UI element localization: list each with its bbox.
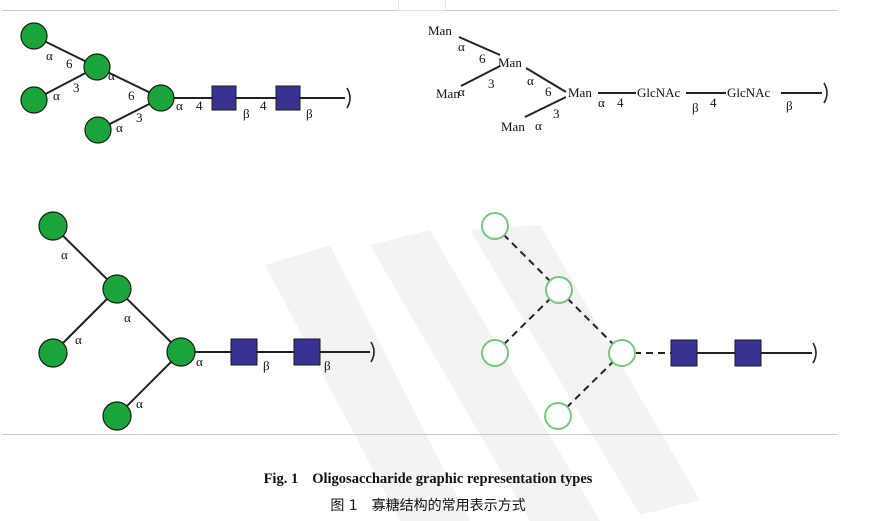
- glcnac-square-icon: [734, 339, 762, 367]
- bond-line: [116, 351, 182, 417]
- bond-label: 4: [260, 98, 267, 113]
- reducing-end-brace: [812, 342, 817, 364]
- residue-label: Man: [436, 86, 460, 101]
- bond-label: α: [108, 68, 115, 83]
- caption-zh-prefix: 图 1: [330, 498, 358, 514]
- dashed-bond-line: [494, 225, 560, 291]
- glcnac-square-icon: [275, 85, 301, 111]
- mannose-outline-icon: [481, 212, 509, 240]
- bond-label: α: [124, 310, 131, 325]
- residue-label: Man: [498, 55, 522, 70]
- bond-label: β: [692, 100, 699, 115]
- bond-label: α: [46, 48, 53, 63]
- reducing-end-brace: [823, 82, 828, 104]
- mannose-circle-icon: [83, 53, 111, 81]
- bond-label: β: [306, 106, 313, 121]
- residue-label: GlcNAc: [727, 85, 771, 100]
- bond-label: α: [196, 354, 203, 369]
- bond-label: α: [598, 95, 605, 110]
- bond-line: [458, 36, 501, 56]
- bond-line: [52, 288, 118, 354]
- caption-zh-text: 寡糖结构的常用表示方式: [371, 498, 526, 514]
- mannose-circle-icon: [166, 337, 196, 367]
- bond-label: 3: [488, 76, 495, 91]
- mannose-circle-icon: [84, 116, 112, 144]
- bond-label: 4: [710, 95, 717, 110]
- mannose-circle-icon: [147, 84, 175, 112]
- bond-label: α: [458, 84, 465, 99]
- mannose-circle-icon: [102, 274, 132, 304]
- caption-en-text: Oligosaccharide graphic representation t…: [312, 471, 593, 487]
- mannose-circle-icon: [38, 211, 68, 241]
- mannose-outline-icon: [608, 339, 636, 367]
- bond-label: 4: [196, 98, 203, 113]
- bond-label: β: [324, 358, 331, 373]
- residue-label: Man: [501, 119, 525, 134]
- dashed-bond-line: [494, 289, 560, 354]
- mannose-circle-icon: [38, 338, 68, 368]
- glcnac-square-icon: [293, 338, 321, 366]
- bond-line: [52, 225, 118, 290]
- glcnac-square-icon: [211, 85, 237, 111]
- bond-label: 6: [479, 51, 486, 66]
- bond-label: α: [116, 120, 123, 135]
- bond-label: β: [786, 98, 793, 113]
- residue-label: GlcNAc: [637, 85, 681, 100]
- caption-en-prefix: Fig. 1: [263, 471, 299, 487]
- bond-label: α: [75, 332, 82, 347]
- bond-label: β: [263, 358, 270, 373]
- top-tab-mark: [398, 0, 446, 11]
- mannose-outline-icon: [545, 276, 573, 304]
- bond-line: [116, 288, 182, 353]
- bond-label: α: [535, 118, 542, 133]
- residue-label: Man: [428, 23, 452, 38]
- dashed-bond-line: [557, 352, 623, 417]
- reducing-end-brace: [346, 87, 351, 109]
- caption-english: Fig. 1 Oligosaccharide graphic representa…: [0, 471, 870, 488]
- mannose-circle-icon: [102, 401, 132, 431]
- dashed-bond-line: [558, 289, 623, 354]
- bond-label: α: [136, 396, 143, 411]
- residue-label: Man: [568, 85, 592, 100]
- caption-chinese: 图 1 寡糖结构的常用表示方式: [0, 495, 870, 515]
- bond-label: α: [53, 88, 60, 103]
- bond-label: 6: [66, 56, 73, 71]
- mannose-circle-icon: [20, 22, 48, 50]
- mannose-outline-icon: [481, 339, 509, 367]
- glcnac-square-icon: [670, 339, 698, 367]
- bond-label: α: [458, 39, 465, 54]
- bond-line: [524, 96, 567, 118]
- bond-line: [525, 67, 567, 93]
- mannose-circle-icon: [20, 86, 48, 114]
- bond-label: 6: [545, 84, 552, 99]
- bond-label: α: [176, 98, 183, 113]
- bond-line: [460, 65, 501, 87]
- bond-label: β: [243, 106, 250, 121]
- bond-label: 6: [128, 88, 135, 103]
- bond-label: α: [527, 73, 534, 88]
- bond-label: 3: [73, 80, 80, 95]
- bond-label: α: [61, 247, 68, 262]
- bond-label: 4: [617, 95, 624, 110]
- mannose-outline-icon: [544, 402, 572, 430]
- bond-label: 3: [136, 110, 143, 125]
- reducing-end-brace: [370, 341, 375, 363]
- glcnac-square-icon: [230, 338, 258, 366]
- bond-label: 3: [553, 106, 560, 121]
